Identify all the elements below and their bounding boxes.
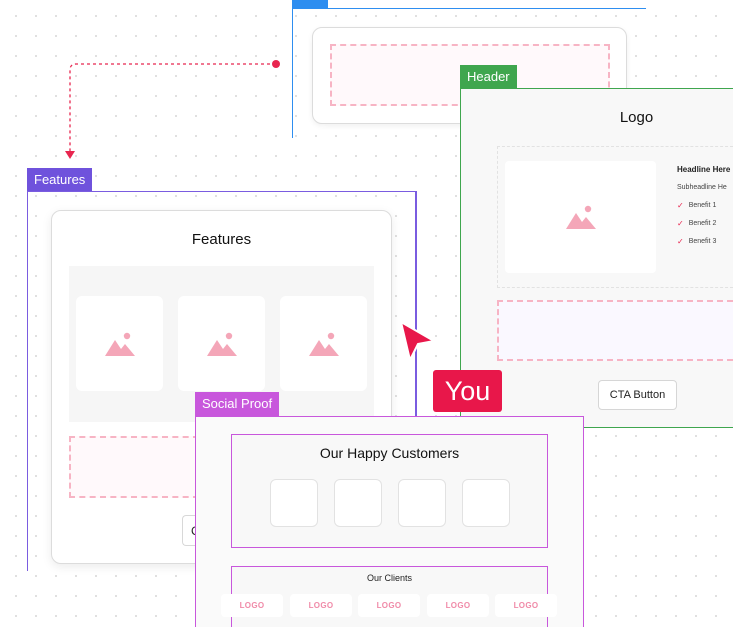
client-logo: LOGO: [221, 594, 283, 617]
benefit-label: Benefit 3: [688, 238, 717, 245]
feature-image-2: [178, 296, 265, 391]
customer-avatar: [334, 479, 382, 527]
image-icon: [206, 331, 238, 357]
customer-avatar: [462, 479, 510, 527]
hero-headline: Headline Here: [677, 165, 731, 174]
image-icon: [565, 204, 597, 230]
features-frame[interactable]: [27, 191, 417, 571]
top-frame: [292, 8, 646, 138]
check-icon: ✓: [677, 237, 684, 246]
benefit-item: ✓ Benefit 1: [677, 201, 716, 210]
customer-avatar: [270, 479, 318, 527]
hero-image: [505, 161, 656, 273]
feature-image-3: [280, 296, 367, 391]
benefit-item: ✓ Benefit 2: [677, 219, 716, 228]
check-icon: ✓: [677, 219, 684, 228]
header-logo: Logo: [619, 109, 654, 126]
cursor-user-label: You: [433, 370, 502, 412]
image-icon: [308, 331, 340, 357]
benefit-label: Benefit 2: [688, 220, 717, 227]
client-logo: LOGO: [358, 594, 420, 617]
cta-button[interactable]: CTA Button: [598, 380, 677, 410]
client-logo: LOGO: [427, 594, 489, 617]
social-proof-tab[interactable]: Social Proof: [195, 392, 280, 416]
features-placeholder: [69, 436, 199, 498]
image-icon: [104, 331, 136, 357]
hero-section: [497, 146, 733, 288]
customer-avatar: [398, 479, 446, 527]
features-tab[interactable]: Features: [27, 168, 93, 191]
header-placeholder: [497, 300, 733, 361]
cursor-pointer-icon: [400, 321, 435, 361]
header-tab[interactable]: Header: [460, 65, 517, 88]
testimonials-title: Our Happy Customers: [319, 445, 460, 461]
benefit-label: Benefit 1: [688, 202, 717, 209]
hero-subheadline: Subheadline He: [677, 184, 727, 191]
top-frame-tab[interactable]: [292, 0, 328, 9]
connector-line: [65, 63, 276, 159]
clients-title: Our Clients: [366, 573, 412, 583]
benefit-item: ✓ Benefit 3: [677, 237, 716, 246]
connector-handle[interactable]: [272, 60, 280, 68]
client-logo: LOGO: [290, 594, 352, 617]
features-title: Features: [191, 231, 252, 248]
check-icon: ✓: [677, 201, 684, 210]
client-logo: LOGO: [495, 594, 557, 617]
feature-image-1: [76, 296, 163, 391]
features-frame-edge: [415, 191, 417, 421]
